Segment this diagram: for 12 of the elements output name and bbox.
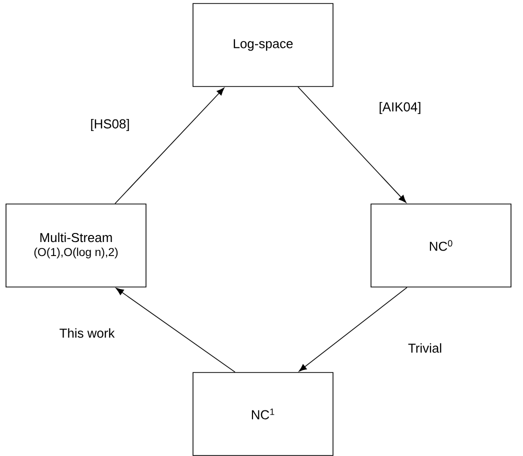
arrow [298, 287, 408, 372]
edge-label: This work [58, 327, 116, 339]
box: NC$^{1}$ [192, 372, 334, 456]
arrow [116, 288, 236, 372]
arrow [298, 86, 406, 203]
box: NC$^{0}$ [370, 204, 512, 288]
edge-label: [HS08] [89, 118, 131, 132]
box: Multi-Stream (O(1),O(log n),2) [6, 204, 146, 288]
arrow [114, 88, 224, 204]
edge-label: Trivial [406, 342, 444, 354]
box: Log-space [192, 3, 334, 87]
edge-label: [AIK04] [378, 100, 422, 116]
